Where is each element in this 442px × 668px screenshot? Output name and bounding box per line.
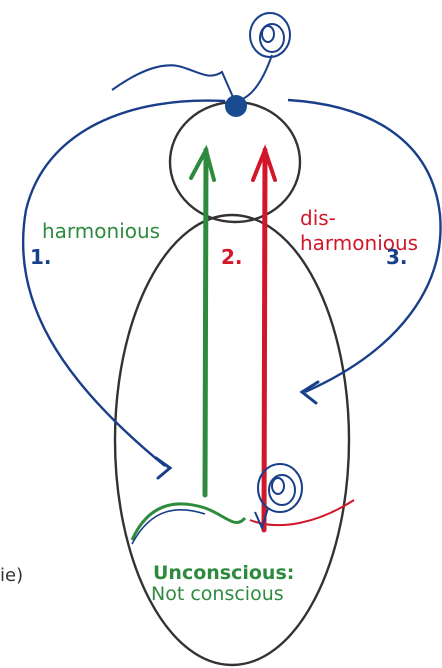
partial-left-text: ie) (0, 567, 23, 585)
top-curl-tail (240, 55, 272, 100)
not-conscious-label: Not conscious (151, 585, 284, 604)
unconscious-title: Unconscious: (153, 564, 294, 583)
harmonious-label: harmonious (42, 221, 160, 241)
connection-dot (225, 95, 247, 117)
disharmonious-label-line1: dis- (300, 208, 336, 228)
top-squiggle (112, 65, 236, 104)
arrow-1-loop (23, 101, 225, 466)
step-3-label: 3. (386, 247, 408, 267)
green-arrow-head (191, 150, 214, 180)
step-1-label: 1. (30, 247, 52, 267)
arrow-3-head (302, 382, 318, 403)
step-2-label: 2. (221, 247, 243, 267)
bottom-wave-blue (132, 510, 205, 544)
top-curl-icon (250, 13, 290, 57)
red-arrow-shaft (264, 150, 265, 530)
conscious-circle (170, 102, 300, 222)
green-arrow-shaft (205, 150, 206, 495)
arrow-1-head (156, 458, 170, 478)
